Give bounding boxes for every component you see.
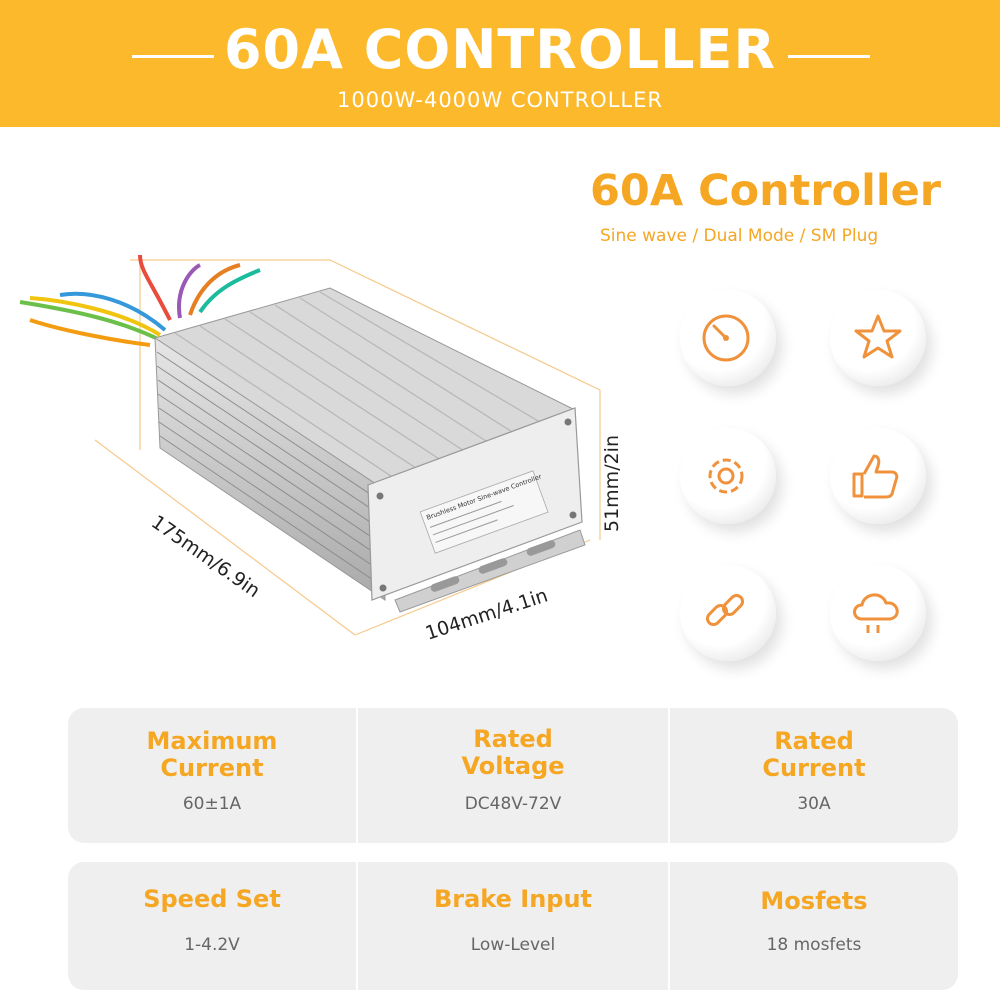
spec-label: Rated Current [762,727,866,782]
product-features-line: Sine wave / Dual Mode / SM Plug [600,226,879,246]
specs-card-2: Speed Set 1-4.2V Brake Input Low-Level M… [68,862,958,990]
feature-gear [680,428,776,524]
gear-icon [708,458,744,494]
feature-thumbs-up [830,428,926,524]
top-fins [174,291,551,483]
star-icon [854,314,902,359]
divider [356,708,358,843]
spec-speed-set: Speed Set 1-4.2V [68,862,356,990]
spec-rated-voltage: Rated Voltage DC48V-72V [358,708,668,843]
product-title: 60A Controller [590,166,941,216]
spec-label: Brake Input [433,885,593,913]
spec-brake-input: Brake Input Low-Level [358,862,668,990]
spec-value: 1-4.2V [184,935,240,955]
spec-label: Mosfets [760,887,868,915]
spec-maximum-current: Maximum Current 60±1A [68,708,356,843]
feature-link [680,565,776,661]
spec-rated-current: Rated Current 30A [670,708,958,843]
feature-star [830,290,926,386]
feature-gauge [680,290,776,386]
banner-title: 60A CONTROLLER [223,18,777,81]
wire-harness [19,254,261,347]
header-banner: 60A CONTROLLER 1000W-4000W CONTROLLER [0,0,1000,127]
spec-label: Speed Set [143,885,281,913]
divider [356,862,358,990]
divider [668,862,670,990]
spec-value: 60±1A [182,794,242,814]
thumbs-up-icon [852,454,899,499]
controller-image: Brushless Motor Sine-wave Controller 175… [19,254,623,645]
spec-label: Rated Voltage [461,725,565,780]
gauge-icon [702,314,750,362]
spec-value: Low-Level [470,935,556,955]
side-fins [156,351,386,589]
feature-cloud [830,565,926,661]
spec-mosfets: Mosfets 18 mosfets [670,862,958,990]
specs-card-1: Maximum Current 60±1A Rated Voltage DC48… [68,708,958,843]
spec-value: 18 mosfets [766,935,862,955]
banner-dash-right [788,55,870,58]
height-dimension: 51mm/2in [601,435,623,532]
divider [668,708,670,843]
link-icon [705,593,745,627]
banner-dash-left [132,55,214,58]
spec-label: Maximum Current [146,727,278,782]
length-dimension: 175mm/6.9in [147,511,264,602]
cloud-rain-icon [853,593,899,633]
spec-value: 30A [797,794,831,814]
banner-subtitle: 1000W-4000W CONTROLLER [337,88,663,112]
spec-value: DC48V-72V [464,794,562,814]
